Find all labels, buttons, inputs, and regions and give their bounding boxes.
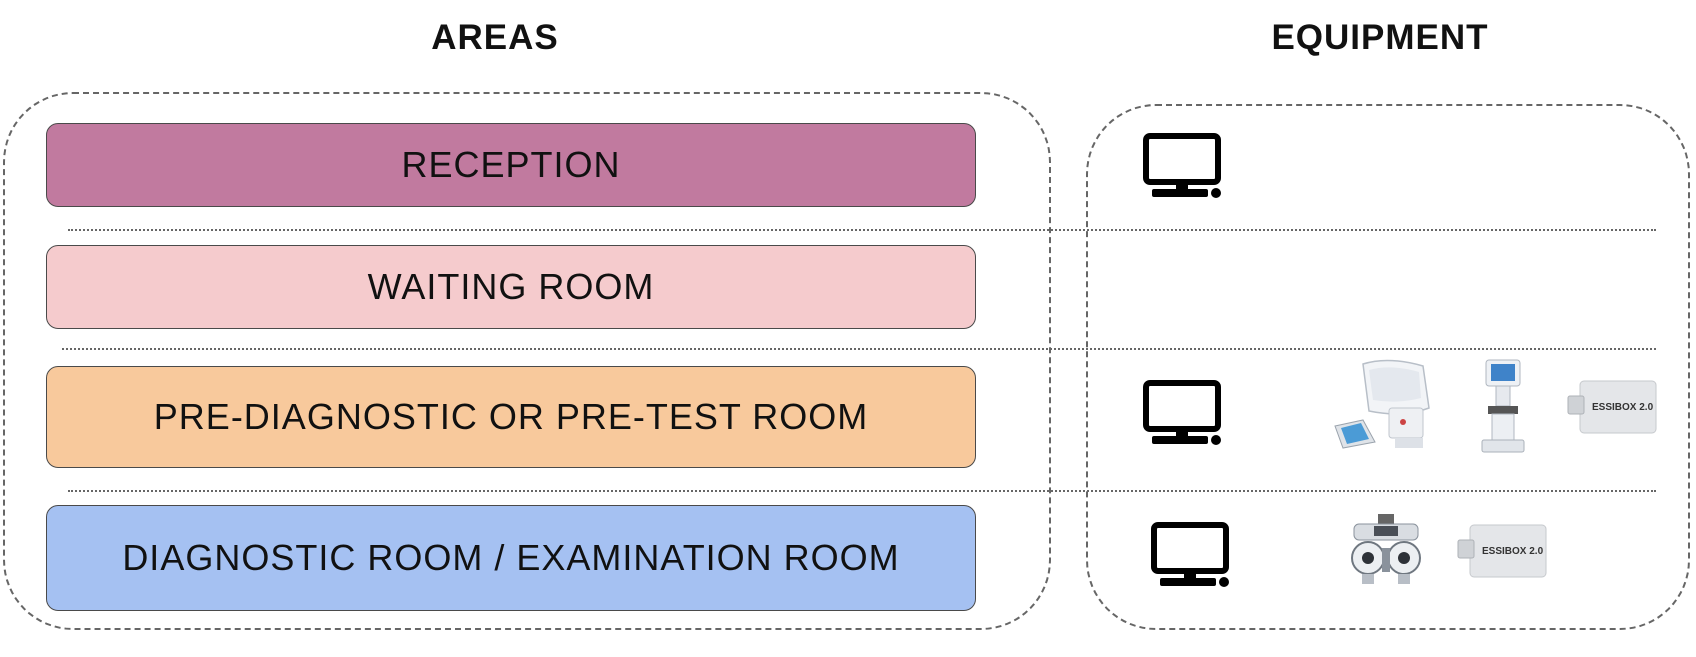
essibox-label: ESSIBOX 2.0 [1482, 546, 1544, 557]
essibox-device-icon: ESSIBOX 2.0 [1567, 380, 1657, 434]
essibox-device-icon: ESSIBOX 2.0 [1457, 524, 1547, 578]
essibox-label: ESSIBOX 2.0 [1592, 402, 1654, 413]
area-pre-diagnostic-room: PRE-DIAGNOSTIC OR PRE-TEST ROOM [46, 366, 976, 468]
area-reception: RECEPTION [46, 123, 976, 207]
lensmeter-icon [1481, 359, 1525, 453]
computer-icon [1143, 380, 1221, 445]
phoropter-icon [1351, 514, 1421, 584]
row-separator [68, 229, 1656, 231]
row-separator [62, 348, 1656, 350]
area-waiting-room: WAITING ROOM [46, 245, 976, 329]
areas-heading: AREAS [431, 18, 559, 57]
area-diagnostic-room: DIAGNOSTIC ROOM / EXAMINATION ROOM [46, 505, 976, 611]
computer-icon [1143, 133, 1221, 198]
areas-group [3, 92, 1051, 630]
computer-icon [1151, 522, 1229, 587]
equipment-heading: EQUIPMENT [1271, 18, 1489, 57]
row-separator [68, 490, 1656, 492]
equipment-group [1086, 104, 1690, 630]
visual-field-analyzer-icon [1334, 359, 1430, 449]
